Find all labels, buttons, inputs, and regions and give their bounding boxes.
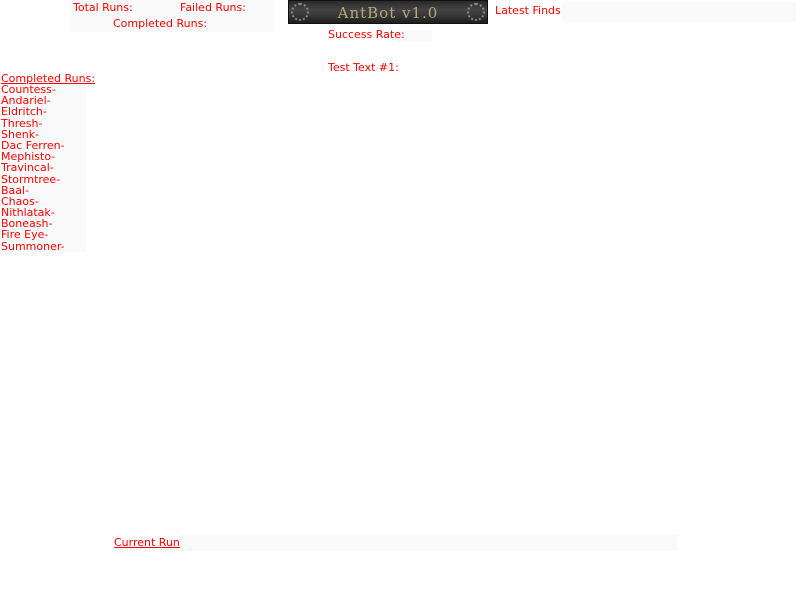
success-rate-value-panel — [398, 30, 432, 42]
completed-runs-list: Countess- Andariel- Eldritch- Thresh- Sh… — [1, 84, 87, 252]
total-runs-label: Total Runs: — [73, 1, 133, 14]
failed-runs-label: Failed Runs: — [180, 1, 246, 14]
test-text-label: Test Text #1: — [328, 61, 399, 74]
list-item: Fire Eye- — [1, 228, 49, 242]
success-rate-label: Success Rate: — [328, 28, 405, 41]
celtic-knot-icon — [291, 3, 309, 21]
list-item: Countess- — [1, 83, 56, 96]
list-item: Summoner- — [1, 239, 65, 253]
list-item: Shenk- — [1, 127, 40, 141]
current-run-panel — [180, 535, 677, 551]
antbot-banner: AntBot v1.0 — [288, 0, 488, 24]
list-item: Andariel- — [1, 94, 51, 108]
banner-title: AntBot v1.0 — [337, 4, 439, 22]
list-item: Baal- — [1, 183, 30, 197]
completed-runs-list-panel — [0, 84, 86, 252]
stats-panel — [70, 0, 274, 32]
list-item: Stormtree- — [1, 172, 61, 186]
latest-finds-panel — [562, 2, 796, 22]
list-item: Mephisto- — [1, 150, 56, 164]
list-item: Chaos- — [1, 194, 39, 208]
list-item: Eldritch- — [1, 105, 47, 119]
list-item: Nithlatak- — [1, 206, 55, 220]
list-item: Boneash- — [1, 217, 53, 231]
completed-runs-header: Completed Runs: — [1, 72, 96, 85]
list-item: Travincal- — [1, 161, 54, 175]
list-item: Dac Ferren- — [1, 138, 65, 152]
list-item: Thresh- — [1, 116, 43, 130]
current-run-label: Current Run: — [114, 536, 184, 549]
latest-finds-label: Latest Finds: — [495, 4, 565, 17]
celtic-knot-icon — [467, 3, 485, 21]
completed-runs-label: Completed Runs: — [113, 17, 208, 30]
